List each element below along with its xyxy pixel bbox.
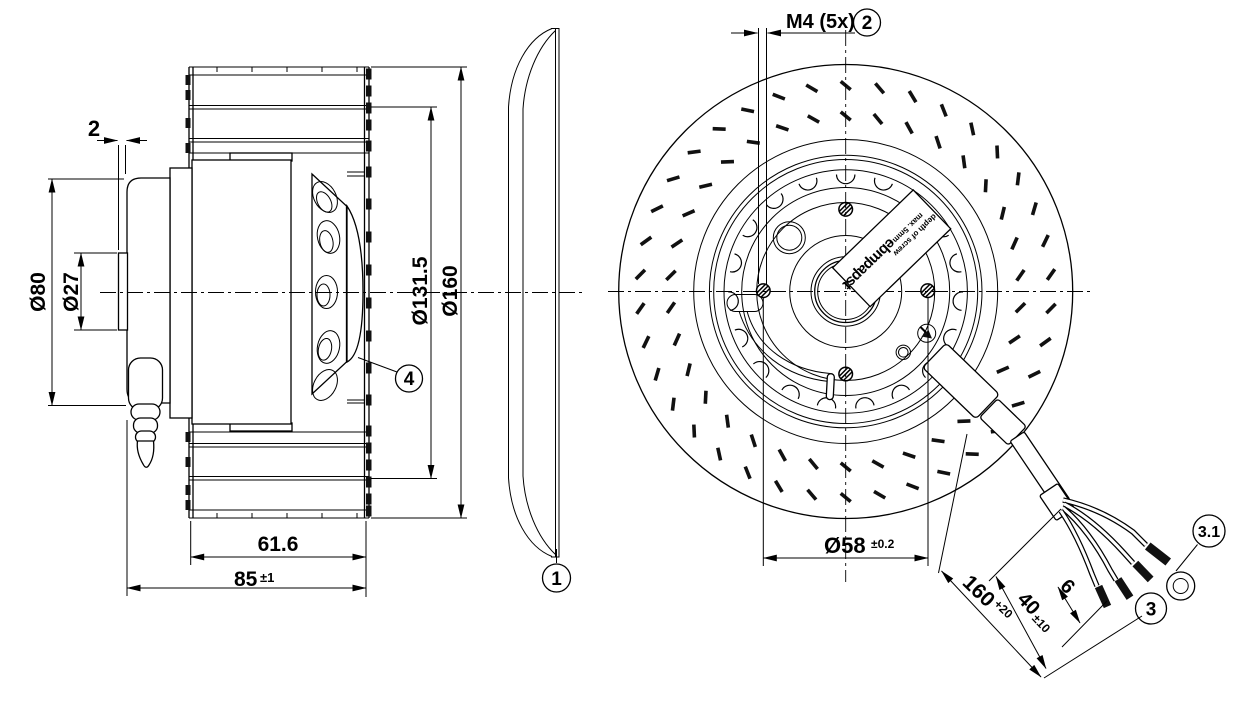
callout-inlet-ring: 1 <box>551 569 562 590</box>
dim-tip-length: 6 <box>1056 575 1079 598</box>
motor-housing <box>192 160 291 424</box>
dim-lead-length-tol: ±10 <box>1029 611 1053 635</box>
lead-wires <box>1061 500 1195 608</box>
mounting-flange <box>170 168 192 418</box>
wire-tip <box>1115 577 1134 600</box>
vent-hole <box>773 222 805 254</box>
front-view-fan: ebmpapst depth of screw max. 5mm <box>608 9 1225 678</box>
rotation-direction-icon <box>918 324 936 342</box>
cable-side-view <box>129 358 163 467</box>
dim-screw-thread: M4 (5x) <box>786 11 855 33</box>
ring-terminal <box>1167 572 1195 600</box>
callout-ring-terminal: 3.1 <box>1198 524 1220 541</box>
callout-leads: 3 <box>1146 600 1157 621</box>
dim-total-depth-tol: ±1 <box>260 570 274 585</box>
dim-boss-dia: Ø27 <box>60 272 83 312</box>
wire-tip <box>1132 561 1153 582</box>
side-view-fan: 2 Ø80 Ø27 Ø131.5 Ø160 61.6 85 ±1 <box>27 29 585 598</box>
shaft-boss <box>119 253 128 330</box>
dim-bolt-circle: Ø58 <box>824 533 866 558</box>
dim-cable-length-tol: +20 <box>991 597 1016 621</box>
impeller-hub-dome <box>347 206 363 362</box>
callout-impeller: 4 <box>404 369 415 390</box>
callout-screws: 2 <box>862 13 873 34</box>
dim-total-depth: 85 <box>234 568 258 591</box>
cable-front-view <box>923 343 1195 608</box>
dim-motor-dia: Ø80 <box>27 272 50 312</box>
dim-backplate-dia: Ø131.5 <box>409 256 432 325</box>
dim-impeller-dia: Ø160 <box>439 265 462 316</box>
wire-tip <box>1145 542 1171 565</box>
dim-bolt-circle-tol: ±0.2 <box>871 537 895 551</box>
rotor-bell <box>308 174 347 405</box>
dim-boss-offset: 2 <box>88 116 100 141</box>
dim-motor-depth: 61.6 <box>258 533 299 556</box>
